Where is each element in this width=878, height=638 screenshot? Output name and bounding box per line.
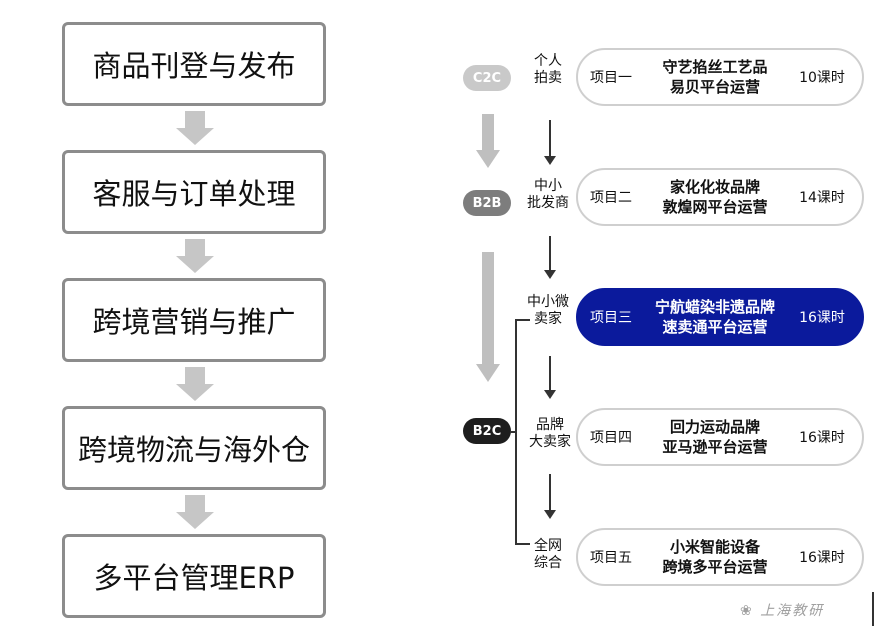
wechat-icon: ❀	[740, 603, 754, 619]
seller-line: 卖家	[534, 311, 562, 327]
seller-line: 中小	[534, 178, 562, 194]
project-hours: 10课时	[799, 70, 845, 86]
project-title-line: 速卖通平台运营	[662, 318, 768, 336]
stage-label: 跨境物流与海外仓	[77, 433, 310, 467]
model-b2c-badge: B2C	[463, 418, 511, 444]
model-b2b-badge: B2B	[463, 190, 511, 216]
project-number: 项目一	[590, 70, 632, 86]
thin-down-arrow-icon	[544, 120, 556, 168]
project-title: 回力运动品牌 亚马逊平台运营	[648, 417, 782, 457]
down-arrow-icon	[176, 239, 214, 275]
project-title-line: 易贝平台运营	[669, 78, 760, 96]
divider	[872, 592, 874, 626]
project-card-4: 项目四 回力运动品牌 亚马逊平台运营 16课时	[576, 408, 864, 466]
stage-marketing: 跨境营销与推广	[62, 278, 326, 362]
project-title-line: 跨境多平台运营	[662, 558, 768, 576]
project-title: 守艺掐丝工艺品 易贝平台运营	[648, 57, 782, 97]
stage-label: 多平台管理ERP	[93, 561, 295, 595]
down-arrow-icon	[176, 495, 214, 531]
seller-type-5: 全网 综合	[522, 538, 574, 572]
seller-line: 全网	[534, 538, 562, 554]
stage-label: 跨境营销与推广	[92, 305, 296, 339]
project-title-line: 家化化妆品牌	[669, 178, 760, 196]
seller-type-3: 中小微 卖家	[522, 294, 574, 328]
bracket-connector	[510, 319, 530, 545]
project-number: 项目四	[590, 430, 632, 446]
watermark-text: 上海教研	[760, 603, 825, 619]
project-card-2: 项目二 家化化妆品牌 敦煌网平台运营 14课时	[576, 168, 864, 226]
seller-line: 拍卖	[534, 70, 562, 86]
project-card-3: 项目三 宁航蜡染非遗品牌 速卖通平台运营 16课时	[576, 288, 864, 346]
seller-line: 中小微	[527, 294, 569, 310]
project-number: 项目二	[590, 190, 632, 206]
stage-logistics: 跨境物流与海外仓	[62, 406, 326, 490]
project-hours: 16课时	[799, 310, 845, 326]
project-card-5: 项目五 小米智能设备 跨境多平台运营 16课时	[576, 528, 864, 586]
project-title: 家化化妆品牌 敦煌网平台运营	[648, 177, 782, 217]
project-number: 项目三	[590, 310, 632, 326]
project-hours: 16课时	[799, 430, 845, 446]
model-c2c-badge: C2C	[463, 65, 511, 91]
stage-erp: 多平台管理ERP	[62, 534, 326, 618]
seller-line: 综合	[534, 555, 562, 571]
thin-down-arrow-icon	[544, 236, 556, 282]
down-arrow-icon	[176, 111, 214, 147]
big-down-arrow-icon	[476, 252, 500, 382]
seller-type-1: 个人 拍卖	[522, 53, 574, 87]
seller-type-4: 品牌 大卖家	[524, 417, 576, 451]
seller-line: 品牌	[536, 417, 564, 433]
model-label: B2C	[472, 423, 502, 439]
seller-line: 批发商	[527, 195, 569, 211]
project-title-line: 宁航蜡染非遗品牌	[654, 298, 775, 316]
seller-type-2: 中小 批发商	[522, 178, 574, 212]
project-title-line: 敦煌网平台运营	[662, 198, 768, 216]
watermark: ❀ 上海教研	[740, 600, 824, 620]
big-down-arrow-icon	[476, 114, 500, 168]
project-hours: 16课时	[799, 550, 845, 566]
project-title: 小米智能设备 跨境多平台运营	[648, 537, 782, 577]
model-label: C2C	[472, 70, 502, 86]
model-label: B2B	[472, 195, 502, 211]
project-title-line: 回力运动品牌	[669, 418, 760, 436]
seller-line: 个人	[534, 53, 562, 69]
stage-label: 客服与订单处理	[92, 177, 296, 211]
project-number: 项目五	[590, 550, 632, 566]
project-title-line: 守艺掐丝工艺品	[662, 58, 768, 76]
stage-label: 商品刊登与发布	[92, 49, 296, 83]
thin-down-arrow-icon	[544, 356, 556, 402]
project-title: 宁航蜡染非遗品牌 速卖通平台运营	[648, 297, 782, 337]
seller-line: 大卖家	[529, 434, 571, 450]
stage-customer-service: 客服与订单处理	[62, 150, 326, 234]
project-title-line: 小米智能设备	[669, 538, 760, 556]
project-title-line: 亚马逊平台运营	[662, 438, 768, 456]
project-hours: 14课时	[799, 190, 845, 206]
down-arrow-icon	[176, 367, 214, 403]
stage-listing: 商品刊登与发布	[62, 22, 326, 106]
project-card-1: 项目一 守艺掐丝工艺品 易贝平台运营 10课时	[576, 48, 864, 106]
thin-down-arrow-icon	[544, 474, 556, 522]
